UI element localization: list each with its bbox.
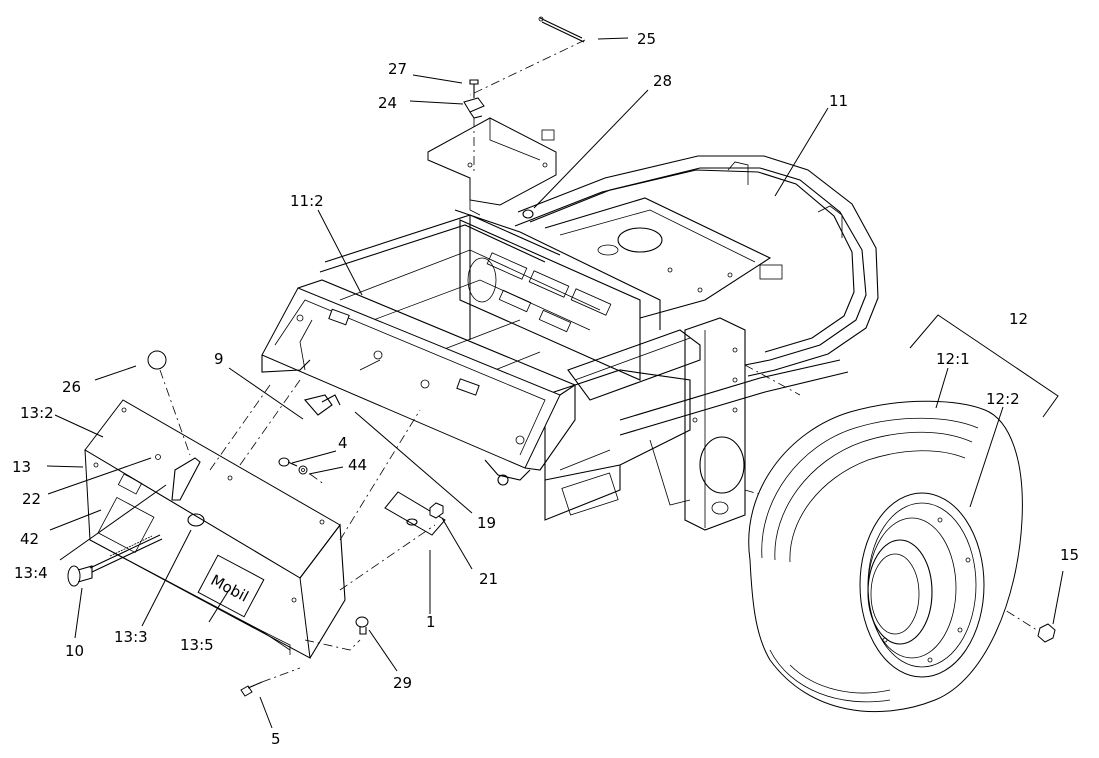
assembly-lines (209, 364, 1041, 651)
bolt-5 (240, 681, 263, 697)
spring-rod (89, 534, 163, 573)
callout-25: 25 (637, 30, 656, 48)
callout-15: 15 (1060, 546, 1079, 564)
front-cross-beam (261, 279, 577, 486)
callout-44: 44 (348, 456, 367, 474)
nut-21 (429, 502, 444, 519)
callout-13-4: 13:4 (14, 564, 48, 582)
linkage-arm (299, 319, 381, 416)
strap (538, 16, 585, 43)
bolt-4 (278, 457, 298, 467)
callout-12-1: 12:1 (936, 350, 970, 368)
leader-lines (46, 37, 1064, 729)
clamp-24 (463, 97, 485, 119)
callout-11-2: 11:2 (290, 192, 324, 210)
upper-bracket-plate (427, 117, 557, 216)
bolt-28 (522, 209, 534, 219)
bracket-1 (384, 491, 446, 536)
front-cover-plate: Mobil (84, 399, 346, 659)
callout-13: 13 (12, 458, 31, 476)
strap-center-line (469, 39, 586, 96)
callout-42: 42 (20, 530, 39, 548)
callout-10: 10 (65, 642, 84, 660)
callout-27: 27 (388, 60, 407, 78)
callout-26: 26 (62, 378, 81, 396)
bolt-29 (355, 616, 369, 635)
lug-nut-15 (1037, 623, 1056, 643)
bolt-27 (469, 79, 479, 98)
callout-1: 1 (426, 613, 436, 631)
callout-4: 4 (338, 434, 348, 452)
callout-13-3: 13:3 (114, 628, 148, 646)
callout-19: 19 (477, 514, 496, 532)
callout-13-5: 13:5 (180, 636, 214, 654)
callout-11: 11 (829, 92, 848, 110)
floor-plate (544, 197, 783, 319)
knob-26 (147, 350, 167, 370)
washer-44 (298, 465, 308, 475)
callout-22: 22 (22, 490, 41, 508)
main-frame (319, 209, 849, 531)
callout-9: 9 (214, 350, 224, 368)
callout-21: 21 (479, 570, 498, 588)
rear-tire (748, 400, 1023, 713)
knob-center-line (159, 369, 191, 456)
callout-29: 29 (393, 674, 412, 692)
bolt-center-line (309, 473, 326, 486)
rear-frame-loop (514, 155, 879, 377)
knob-10 (67, 565, 93, 587)
callout-13-2: 13:2 (20, 404, 54, 422)
callout-5: 5 (271, 730, 281, 748)
callout-28: 28 (653, 72, 672, 90)
group-bracket-12 (909, 314, 1059, 418)
callout-24: 24 (378, 94, 397, 112)
callout-12: 12 (1009, 310, 1028, 328)
bolt5-center-line (261, 667, 301, 683)
callout-12-2: 12:2 (986, 390, 1020, 408)
